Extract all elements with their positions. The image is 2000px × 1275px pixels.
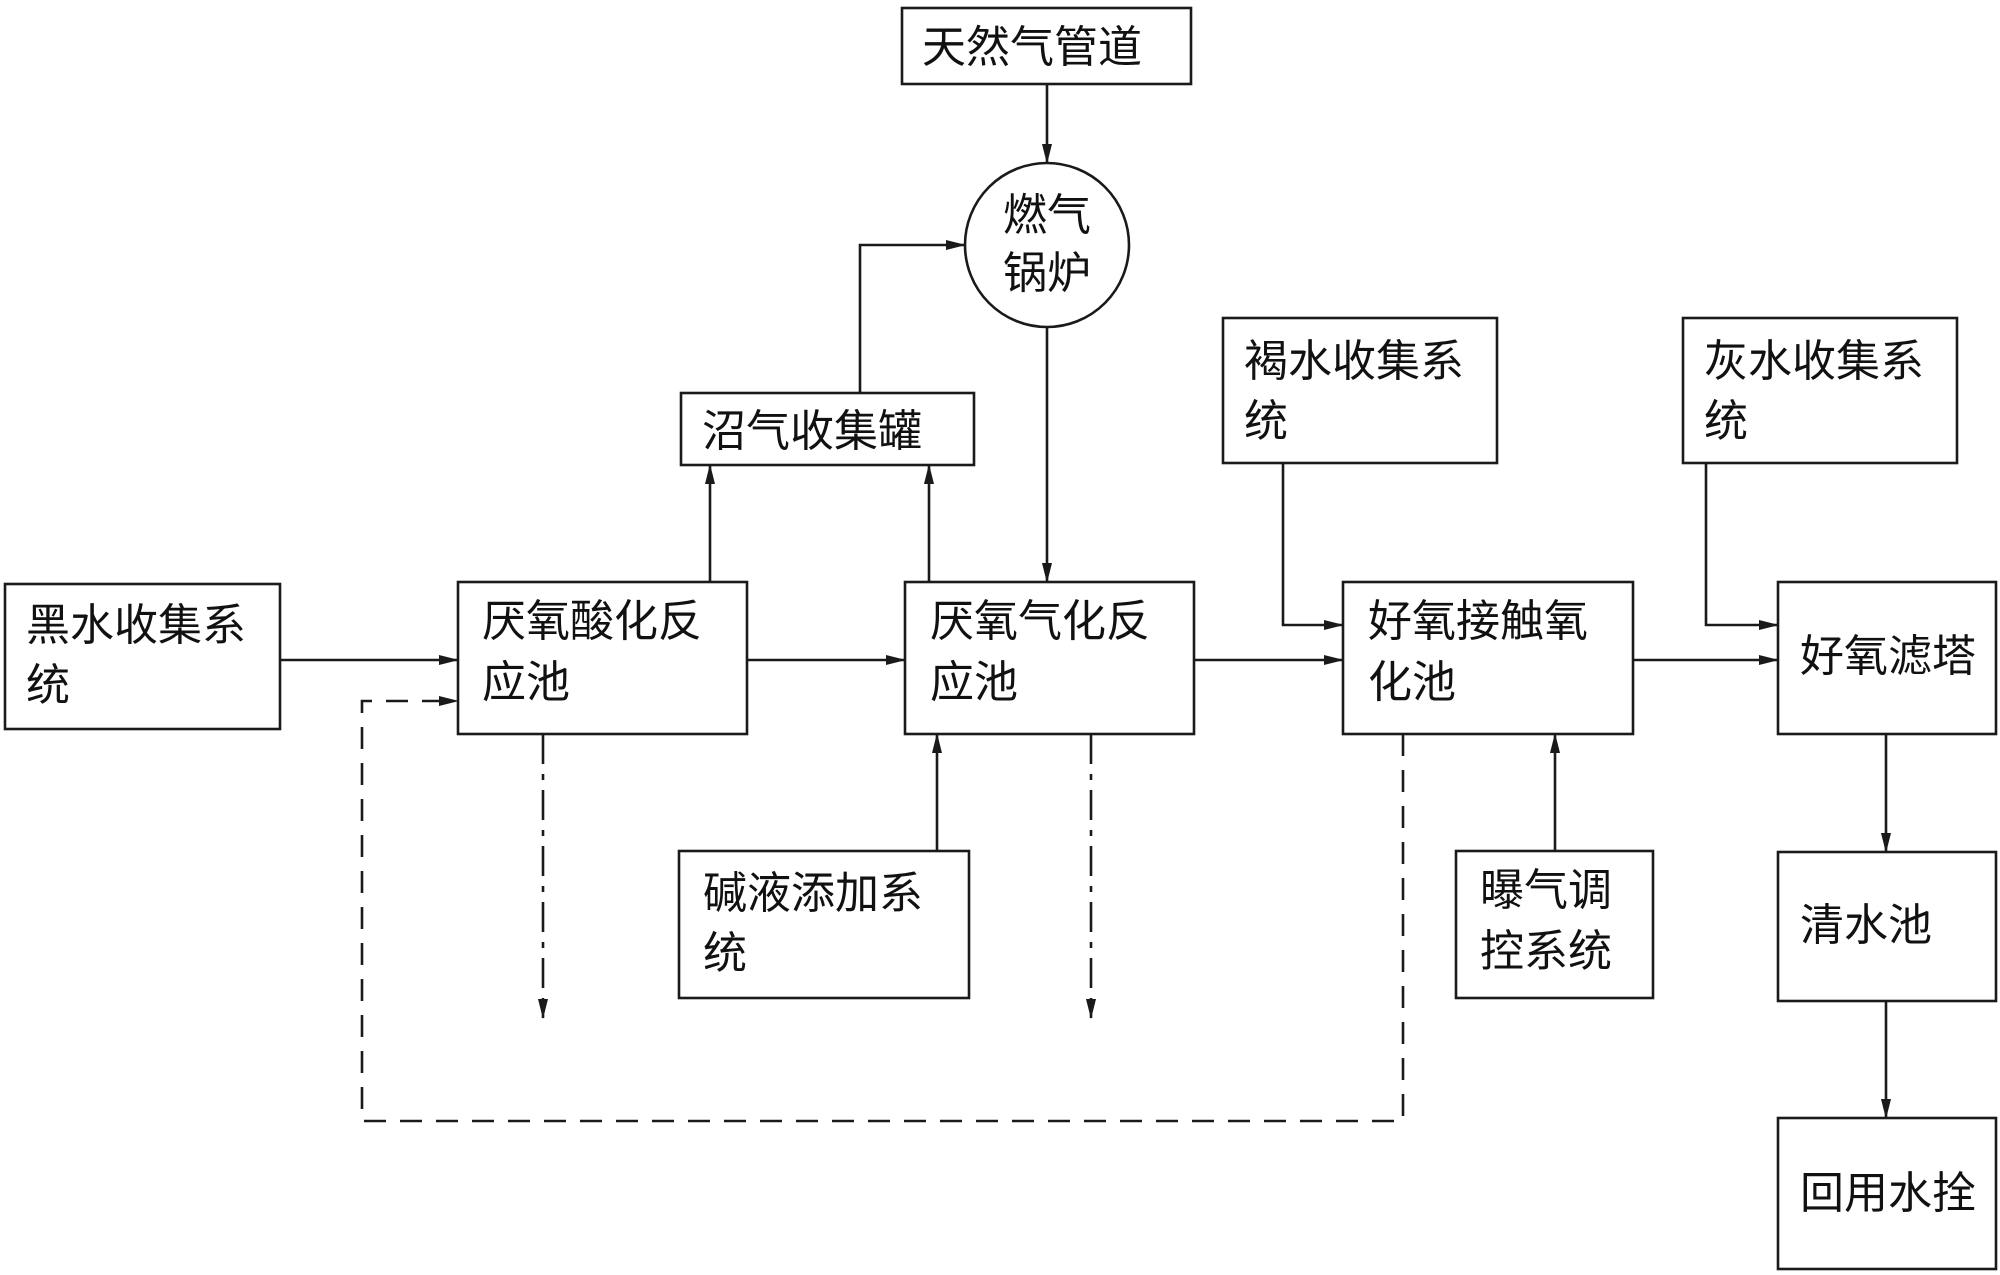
- edge-greywater-to-filter-tower: [1704, 463, 1779, 630]
- node-reuse-hydrant: 回用水拴: [1776, 1116, 1998, 1271]
- aeration-control-label-line2: 控系统: [1480, 926, 1612, 977]
- node-biogas-tank: 沼气收集罐: [679, 391, 976, 467]
- biogas-tank-label: 沼气收集罐: [702, 406, 922, 457]
- brownwater-collection-label-line1: 褐水收集系: [1244, 336, 1464, 387]
- gas-boiler-label-line2: 锅炉: [1003, 248, 1091, 299]
- node-aeration-control: 曝气调 控系统: [1454, 849, 1655, 1000]
- aerobic-contact-oxidation-label-line2: 化池: [1368, 657, 1456, 708]
- node-alkali-dosing: 碱液添加系 统: [677, 849, 971, 1000]
- brownwater-collection-label-line2: 统: [1244, 396, 1288, 447]
- edge-brownwater-to-oxidation: [1281, 463, 1344, 630]
- greywater-collection-label-line1: 灰水收集系: [1704, 336, 1924, 387]
- greywater-collection-label-line2: 统: [1704, 396, 1748, 447]
- gas-boiler-label-line1: 燃气: [1003, 190, 1091, 241]
- node-anaerobic-gasification: 厌氧气化反 应池: [903, 580, 1196, 736]
- edge-recirculation-to-acidification: [360, 696, 1405, 1123]
- node-anaerobic-acidification: 厌氧酸化反 应池: [456, 580, 749, 736]
- blackwater-collection-label-line1: 黑水收集系: [26, 600, 246, 651]
- aerobic-filter-tower-label: 好氧滤塔: [1800, 631, 1976, 682]
- blackwater-collection-label-line2: 统: [26, 660, 70, 711]
- node-aerobic-filter-tower: 好氧滤塔: [1776, 580, 1998, 736]
- alkali-dosing-label-line1: 碱液添加系: [703, 868, 923, 919]
- reuse-hydrant-label: 回用水拴: [1800, 1168, 1976, 1219]
- node-blackwater-collection: 黑水收集系 统: [3, 582, 282, 731]
- aeration-control-label-line1: 曝气调: [1480, 865, 1612, 916]
- node-natural-gas-pipeline: 天然气管道: [900, 6, 1193, 86]
- clear-water-tank-label: 清水池: [1800, 900, 1932, 951]
- anaerobic-gasification-label-line1: 厌氧气化反: [930, 596, 1150, 647]
- aerobic-contact-oxidation-label-line1: 好氧接触氧: [1368, 596, 1588, 647]
- edge-biogas-tank-to-boiler: [858, 240, 966, 393]
- node-greywater-collection: 灰水收集系 统: [1681, 316, 1959, 465]
- anaerobic-acidification-label-line2: 应池: [482, 657, 570, 708]
- node-clear-water-tank: 清水池: [1776, 850, 1998, 1003]
- alkali-dosing-label-line2: 统: [703, 928, 747, 979]
- node-brownwater-collection: 褐水收集系 统: [1221, 316, 1499, 465]
- node-aerobic-contact-oxidation: 好氧接触氧 化池: [1341, 580, 1635, 736]
- anaerobic-acidification-label-line1: 厌氧酸化反: [482, 596, 702, 647]
- anaerobic-gasification-label-line2: 应池: [930, 657, 1018, 708]
- node-gas-boiler: 燃气 锅炉: [963, 161, 1131, 329]
- natural-gas-pipeline-label: 天然气管道: [922, 22, 1142, 73]
